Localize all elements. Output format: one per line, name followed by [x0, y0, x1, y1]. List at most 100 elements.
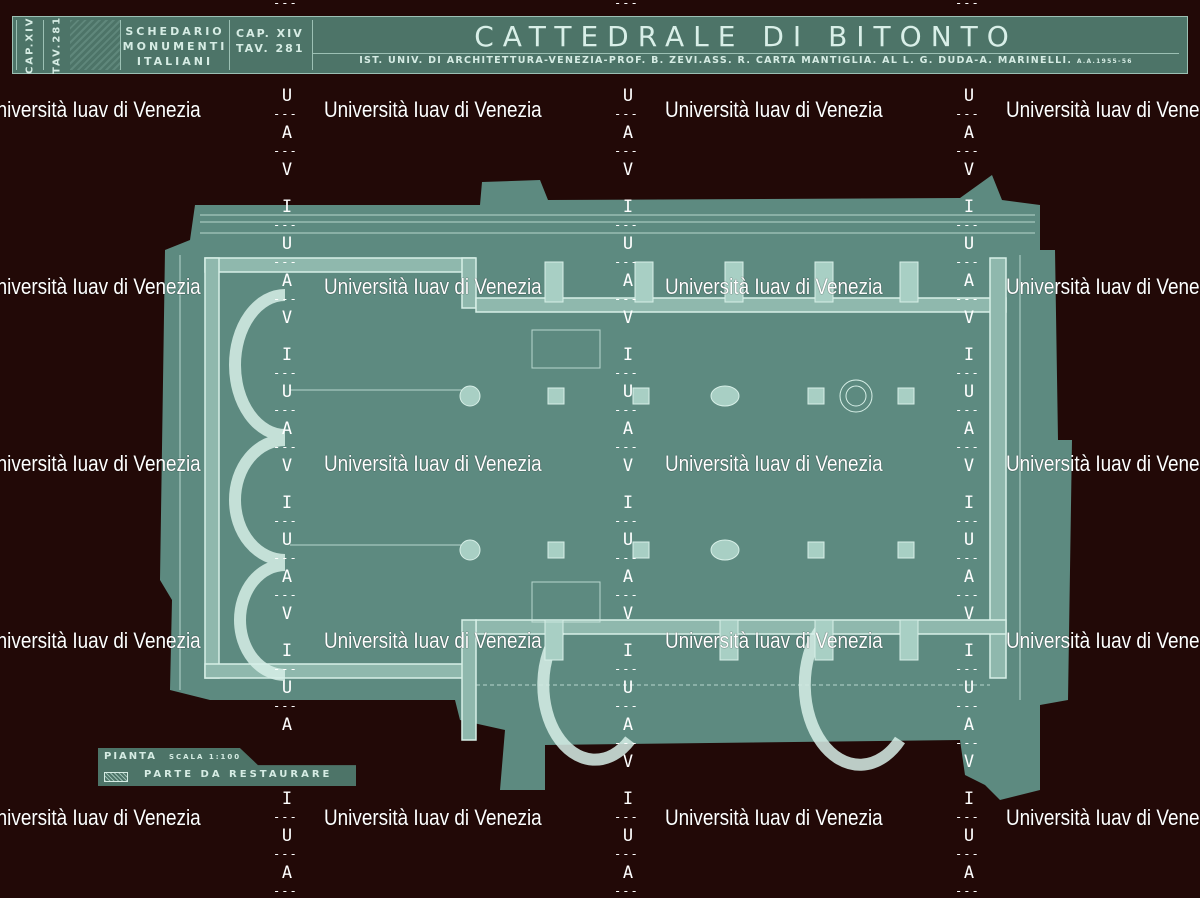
watermark-separator: ---	[273, 551, 298, 565]
watermark-letter: U	[622, 86, 634, 106]
watermark-separator: ---	[955, 218, 980, 232]
schedario-line: SCHEDARIO	[125, 25, 225, 38]
watermark-letter: U	[622, 382, 634, 402]
watermark-separator: ---	[955, 514, 980, 528]
watermark-text: Università Iuav di Venezia	[324, 97, 542, 122]
watermark-text: Università Iuav di Venezia	[665, 274, 883, 299]
watermark-letter: A	[963, 567, 975, 587]
watermark-letter: U	[963, 530, 975, 550]
watermark-separator: ---	[273, 366, 298, 380]
watermark-separator: ---	[614, 366, 639, 380]
watermark-letter: V	[622, 752, 634, 772]
watermark-letter: U	[963, 86, 975, 106]
watermark-text: Università Iuav di Venezia	[0, 451, 201, 476]
watermark-separator: ---	[955, 107, 980, 121]
watermark-letter: A	[281, 863, 293, 883]
watermark-letter: V	[963, 160, 975, 180]
watermark-letter: I	[622, 345, 634, 365]
schedario-label: SCHEDARIO MONUMENTI ITALIANI	[121, 20, 230, 70]
watermark-text: Università Iuav di Venezia	[1006, 805, 1200, 830]
watermark-letter: U	[622, 234, 634, 254]
watermark-letter: U	[963, 382, 975, 402]
watermark-letter: U	[963, 234, 975, 254]
watermark-text: Università Iuav di Venezia	[0, 97, 201, 122]
academic-year: A.A.1955-56	[1076, 58, 1133, 65]
title-block: CAP.XIV TAV.281 SCHEDARIO MONUMENTI ITAL…	[12, 16, 1188, 74]
watermark-separator: ---	[955, 699, 980, 713]
scale-label: SCALA 1:100	[168, 753, 242, 761]
watermark-letter: U	[281, 530, 293, 550]
watermark-letter: U	[281, 826, 293, 846]
credits: IST. UNIV. DI ARCHITETTURA-VENEZIA-PROF.…	[359, 55, 1073, 66]
watermark-text: Università Iuav di Venezia	[1006, 274, 1200, 299]
watermark-letter: I	[963, 493, 975, 513]
watermark-letter: I	[281, 345, 293, 365]
plan-sheet	[160, 175, 1072, 800]
watermark-letter: I	[622, 789, 634, 809]
watermark-letter: A	[281, 715, 293, 735]
watermark-separator: ---	[955, 551, 980, 565]
watermark-separator: ---	[955, 255, 980, 269]
watermark-letter: I	[622, 493, 634, 513]
watermark-letter: A	[963, 123, 975, 143]
watermark-separator: ---	[955, 810, 980, 824]
watermark-letter: A	[963, 419, 975, 439]
watermark-letter: I	[622, 197, 634, 217]
watermark-separator: ---	[614, 662, 639, 676]
watermark-letter: U	[622, 678, 634, 698]
watermark-separator: ---	[955, 366, 980, 380]
walls	[204, 257, 1007, 741]
watermark-letter: V	[281, 308, 293, 328]
watermark-separator: ---	[273, 847, 298, 861]
watermark-text: Università Iuav di Venezia	[324, 274, 542, 299]
restore-label: PARTE DA RESTAURARE	[144, 769, 333, 780]
hatched-cell	[70, 20, 121, 70]
watermark-letter: A	[963, 715, 975, 735]
watermark-text: Università Iuav di Venezia	[1006, 97, 1200, 122]
watermark-letter: V	[622, 308, 634, 328]
watermark-letter: A	[963, 271, 975, 291]
watermark-letter: U	[281, 382, 293, 402]
watermark-separator: ---	[273, 292, 298, 306]
watermark-separator: ---	[273, 218, 298, 232]
watermark-letter: U	[281, 86, 293, 106]
watermark-separator: ---	[273, 403, 298, 417]
watermark-separator: ---	[614, 810, 639, 824]
watermark-letter: I	[963, 345, 975, 365]
watermark-separator: ---	[273, 662, 298, 676]
watermark-letter: V	[281, 160, 293, 180]
watermark-letter: V	[622, 604, 634, 624]
watermark-letter: I	[281, 197, 293, 217]
watermark-letter: U	[622, 530, 634, 550]
watermark-letter: A	[622, 123, 634, 143]
watermark-separator: ---	[614, 699, 639, 713]
watermark-separator: ---	[955, 847, 980, 861]
watermark-separator: ---	[614, 218, 639, 232]
watermark-separator: ---	[614, 292, 639, 306]
watermark-letter: I	[963, 197, 975, 217]
watermark-separator: ---	[955, 736, 980, 750]
watermark-letter: A	[281, 419, 293, 439]
watermark-letter: V	[963, 308, 975, 328]
watermark-text: Università Iuav di Venezia	[324, 628, 542, 653]
watermark-separator: ---	[273, 588, 298, 602]
watermark-separator: ---	[273, 884, 298, 898]
watermark-separator: ---	[273, 0, 298, 10]
watermark-letter: A	[281, 123, 293, 143]
watermark-letter: U	[963, 678, 975, 698]
watermark-text: Università Iuav di Venezia	[665, 451, 883, 476]
watermark-separator: ---	[273, 107, 298, 121]
watermark-letter: A	[622, 271, 634, 291]
watermark-letter: A	[622, 715, 634, 735]
watermark-letter: A	[281, 271, 293, 291]
restore-swatch	[104, 772, 128, 782]
watermark-separator: ---	[614, 514, 639, 528]
watermark-separator: ---	[955, 144, 980, 158]
watermark-letter: A	[963, 863, 975, 883]
watermark-text: Università Iuav di Venezia	[665, 628, 883, 653]
drawing-subtitle: IST. UNIV. DI ARCHITETTURA-VENEZIA-PROF.…	[313, 55, 1179, 66]
tav-label: TAV. 281	[236, 42, 305, 55]
